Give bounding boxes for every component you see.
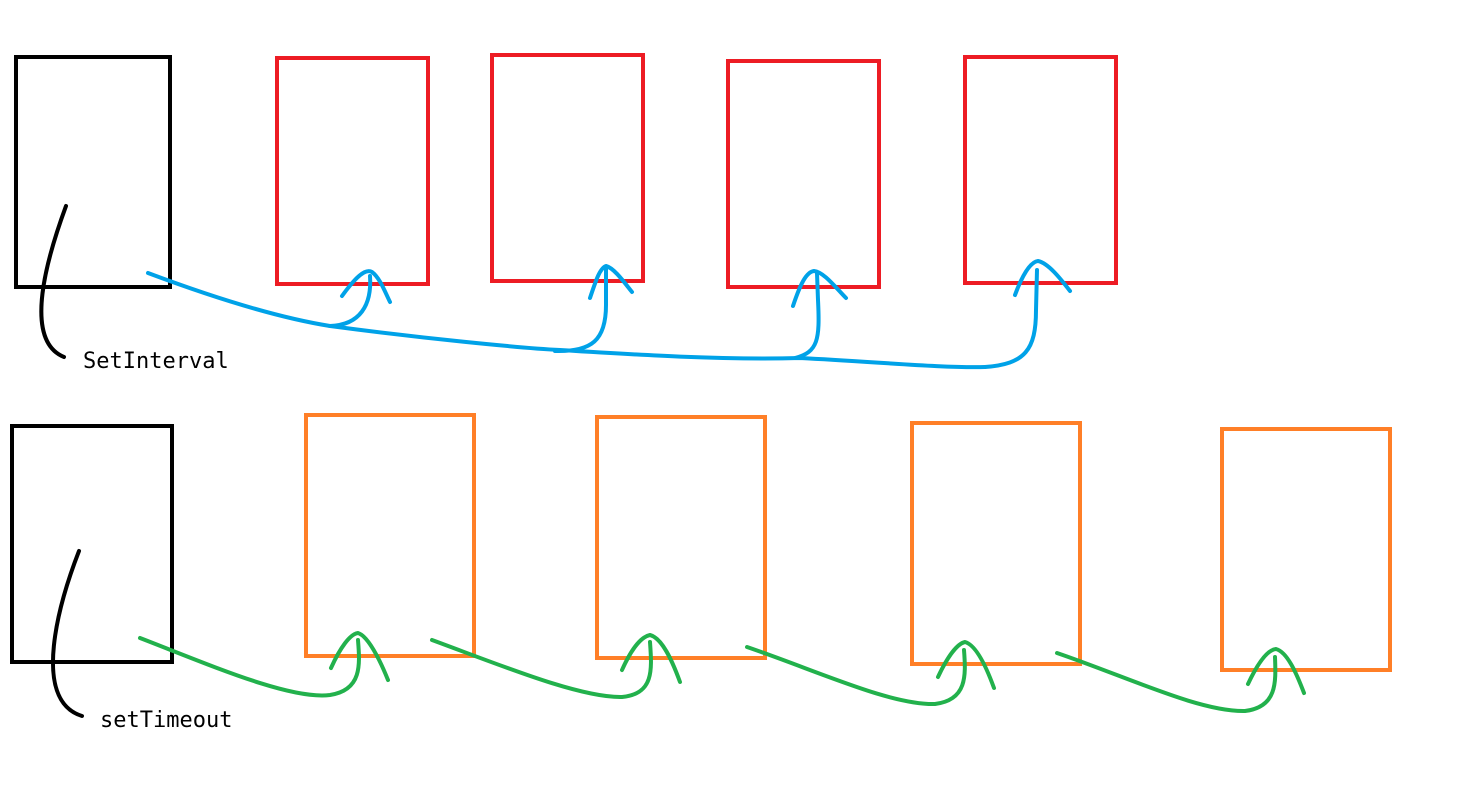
interval-arrowhead-1	[340, 269, 392, 304]
timeout-task-box-1	[304, 413, 476, 658]
interval-arrowhead-3	[791, 269, 848, 308]
timeout-chain-arrow-1	[138, 636, 361, 698]
interval-task-box-3	[726, 59, 881, 289]
interval-branch-3	[793, 271, 821, 360]
interval-task-box-2	[490, 53, 645, 283]
settimeout-row: setTimeout	[10, 413, 1392, 733]
interval-branch-1	[328, 274, 373, 328]
timeout-task-box-4	[1220, 427, 1392, 672]
setinterval-row: SetInterval	[14, 53, 1118, 374]
interval-branch-4	[983, 268, 1039, 369]
timeout-arrowhead-3	[936, 640, 996, 690]
interval-arrowhead-2	[588, 264, 634, 300]
timeout-chain-arrow-4	[1055, 651, 1278, 714]
interval-arrowhead-4	[1013, 259, 1072, 297]
setinterval-label-pointer	[39, 204, 68, 359]
timeout-arrowhead-4	[1246, 647, 1306, 695]
setinterval-source-box	[14, 55, 172, 289]
settimeout-source-box	[10, 424, 174, 664]
interval-task-box-1	[275, 56, 430, 286]
timeout-arrowhead-1	[329, 631, 390, 682]
timeout-chain-arrow-3	[745, 645, 967, 707]
setinterval-label: SetInterval	[83, 349, 229, 374]
interval-branch-2	[553, 266, 608, 354]
timeout-task-box-3	[910, 421, 1082, 666]
interval-task-box-4	[963, 55, 1118, 285]
timeout-arrowhead-2	[620, 633, 682, 684]
timeout-task-box-2	[595, 415, 767, 660]
settimeout-label-pointer	[51, 549, 84, 718]
timeout-chain-arrow-2	[430, 638, 653, 700]
settimeout-label: setTimeout	[100, 708, 232, 733]
